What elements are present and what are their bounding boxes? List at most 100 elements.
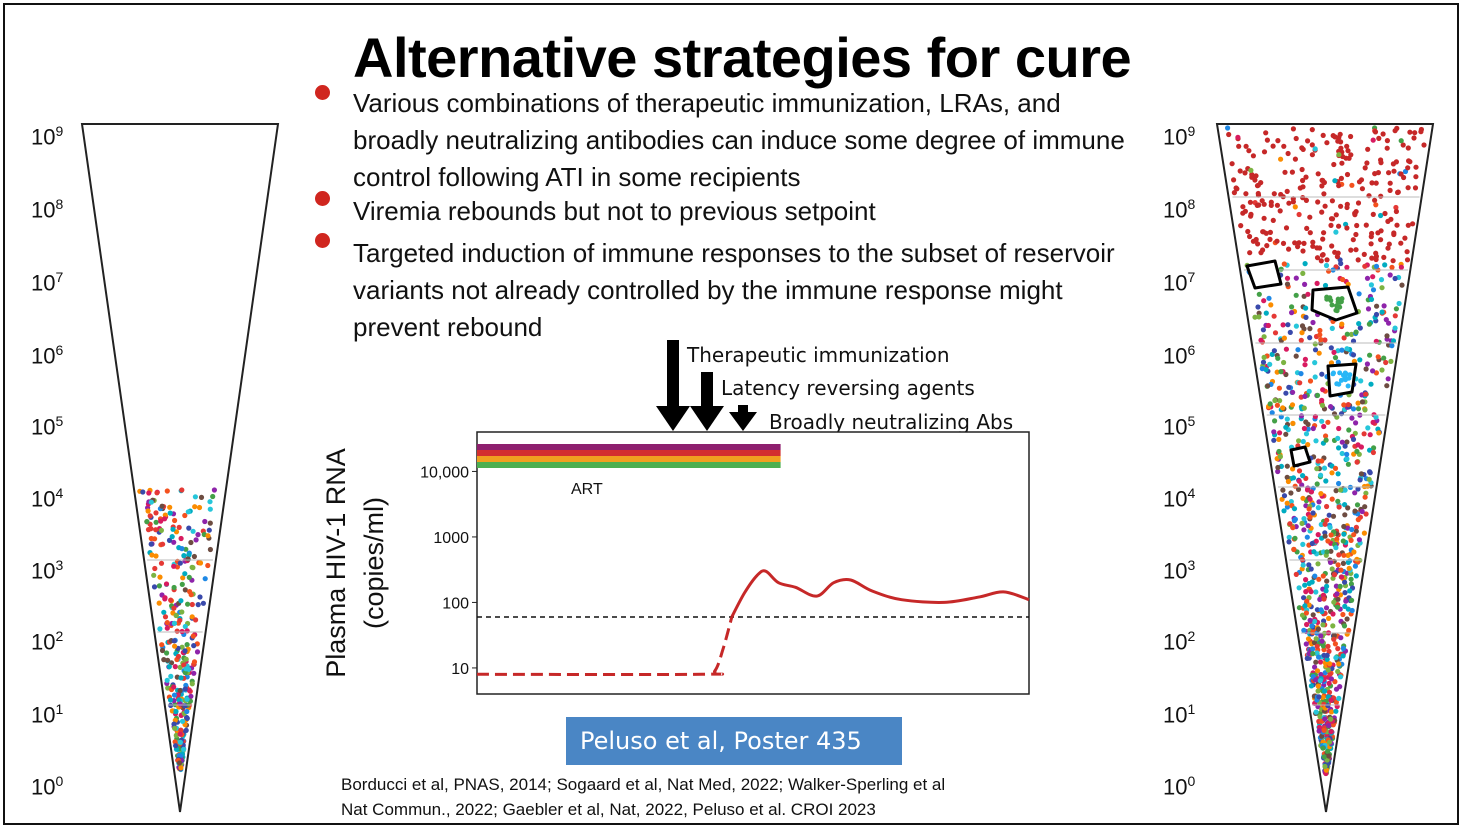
infected-cell-dot bbox=[179, 644, 185, 650]
infected-cell-dot bbox=[187, 589, 193, 595]
infected-cell-dot bbox=[1307, 230, 1313, 236]
infected-cell-dot bbox=[1368, 296, 1375, 302]
infected-cell-dot bbox=[191, 553, 197, 560]
infected-cell-dot bbox=[161, 609, 167, 615]
infected-cell-dot bbox=[186, 525, 192, 531]
infected-cell-dot bbox=[1323, 605, 1330, 611]
infected-cell-dot bbox=[1252, 314, 1258, 320]
infected-cell-dot bbox=[1291, 546, 1297, 553]
infected-cell-dot bbox=[1349, 597, 1355, 603]
infected-cell-dot bbox=[1317, 678, 1323, 684]
infected-cell-dot bbox=[1368, 381, 1374, 387]
infected-cell-dot bbox=[1353, 247, 1359, 253]
infected-cell-dot bbox=[1340, 611, 1346, 618]
infected-cell-dot bbox=[1337, 131, 1343, 137]
infected-cell-dot bbox=[1404, 249, 1410, 255]
infected-cell-dot bbox=[1366, 321, 1372, 327]
clustered-cell-dot bbox=[1334, 303, 1340, 309]
infected-cell-dot bbox=[1341, 335, 1347, 341]
infected-cell-dot bbox=[1309, 579, 1315, 585]
infected-cell-dot bbox=[1275, 464, 1281, 471]
infected-cell-dot bbox=[1305, 523, 1311, 529]
infected-cell-dot bbox=[1303, 610, 1309, 616]
infected-cell-dot bbox=[1379, 367, 1385, 373]
infected-cell-dot bbox=[1297, 185, 1303, 191]
infected-cell-dot bbox=[1353, 329, 1359, 335]
infected-cell-dot bbox=[205, 533, 211, 539]
infected-cell-dot bbox=[1329, 470, 1335, 476]
infected-cell-dot bbox=[1398, 138, 1404, 144]
infected-cell-dot bbox=[1292, 240, 1298, 246]
infected-cell-dot bbox=[1355, 400, 1361, 406]
infected-cell-dot bbox=[1324, 517, 1330, 523]
infected-cell-dot bbox=[1327, 661, 1333, 667]
infected-cell-dot bbox=[207, 520, 213, 526]
infected-cell-dot bbox=[1383, 317, 1389, 323]
infected-cell-dot bbox=[1361, 530, 1367, 536]
infected-cell-dot bbox=[159, 642, 165, 648]
infected-cell-dot bbox=[1333, 699, 1339, 705]
infected-cell-dot bbox=[1293, 571, 1299, 578]
controlled-cluster-outline bbox=[1310, 285, 1359, 322]
infected-cell-dot bbox=[1286, 534, 1292, 540]
infected-cell-dot bbox=[192, 504, 198, 510]
infected-cell-dot bbox=[1373, 414, 1379, 420]
infected-cell-dot bbox=[1338, 139, 1344, 145]
infected-cell-dot bbox=[1296, 438, 1302, 444]
infected-cell-dot bbox=[1336, 425, 1342, 432]
infected-cell-dot bbox=[148, 526, 154, 532]
infected-cell-dot bbox=[1378, 212, 1384, 219]
infected-cell-dot bbox=[1292, 516, 1298, 522]
infected-cell-dot bbox=[1255, 304, 1261, 310]
infected-cell-dot bbox=[1313, 636, 1319, 642]
infected-cell-dot bbox=[185, 509, 191, 515]
infected-cell-dot bbox=[1281, 335, 1287, 341]
infected-cell-dot bbox=[1332, 178, 1338, 184]
infected-cell-dot bbox=[1365, 146, 1371, 152]
infected-cell-dot bbox=[1355, 406, 1362, 412]
infected-cell-dot bbox=[1349, 182, 1355, 188]
infected-cell-dot bbox=[1363, 490, 1369, 496]
infected-cell-dot bbox=[1258, 337, 1264, 343]
infected-cell-dot bbox=[1302, 362, 1308, 368]
infected-cell-dot bbox=[159, 647, 166, 654]
infected-cell-dot bbox=[1301, 595, 1307, 601]
infected-cell-dot bbox=[1316, 350, 1322, 356]
infected-cell-dot bbox=[1285, 150, 1291, 157]
infected-cell-dot bbox=[162, 614, 169, 620]
bullet-dot bbox=[315, 191, 330, 206]
clustered-cell-dot bbox=[1329, 302, 1335, 308]
infected-cell-dot bbox=[1272, 397, 1278, 404]
infected-cell-dot bbox=[189, 614, 195, 620]
infected-cell-dot bbox=[1336, 504, 1342, 510]
infected-cell-dot bbox=[197, 594, 203, 600]
infected-cell-dot bbox=[1391, 168, 1397, 174]
infected-cell-dot bbox=[1261, 149, 1268, 155]
infected-cell-dot bbox=[1392, 325, 1398, 331]
infected-cell-dot bbox=[1242, 208, 1248, 214]
infected-cell-dot bbox=[1271, 437, 1277, 443]
infected-cell-dot bbox=[183, 656, 189, 662]
infected-cell-dot bbox=[1299, 330, 1305, 336]
infected-cell-dot bbox=[1390, 258, 1396, 264]
infected-cell-dot bbox=[153, 553, 159, 559]
infected-cell-dot bbox=[1376, 135, 1382, 141]
infected-cell-dot bbox=[1394, 125, 1400, 131]
infected-cell-dot bbox=[1328, 697, 1334, 703]
infected-cell-dot bbox=[1332, 355, 1339, 361]
infected-cell-dot bbox=[1261, 334, 1267, 340]
infected-cell-dot bbox=[1263, 130, 1269, 136]
infected-cell-dot bbox=[1413, 164, 1419, 170]
infected-cell-dot bbox=[1357, 325, 1363, 331]
infected-cell-dot bbox=[1344, 456, 1350, 462]
infected-cell-dot bbox=[1300, 473, 1306, 479]
infected-cell-dot bbox=[169, 534, 175, 540]
infected-cell-dot bbox=[1315, 688, 1321, 694]
infected-cell-dot bbox=[1324, 503, 1330, 510]
infected-cell-dot bbox=[1296, 605, 1302, 611]
infected-cell-dot bbox=[171, 638, 177, 644]
infected-cell-dot bbox=[1319, 638, 1325, 644]
infected-cell-dot bbox=[1300, 195, 1306, 201]
infected-cell-dot bbox=[1342, 443, 1348, 449]
infected-cell-dot bbox=[1329, 566, 1335, 572]
